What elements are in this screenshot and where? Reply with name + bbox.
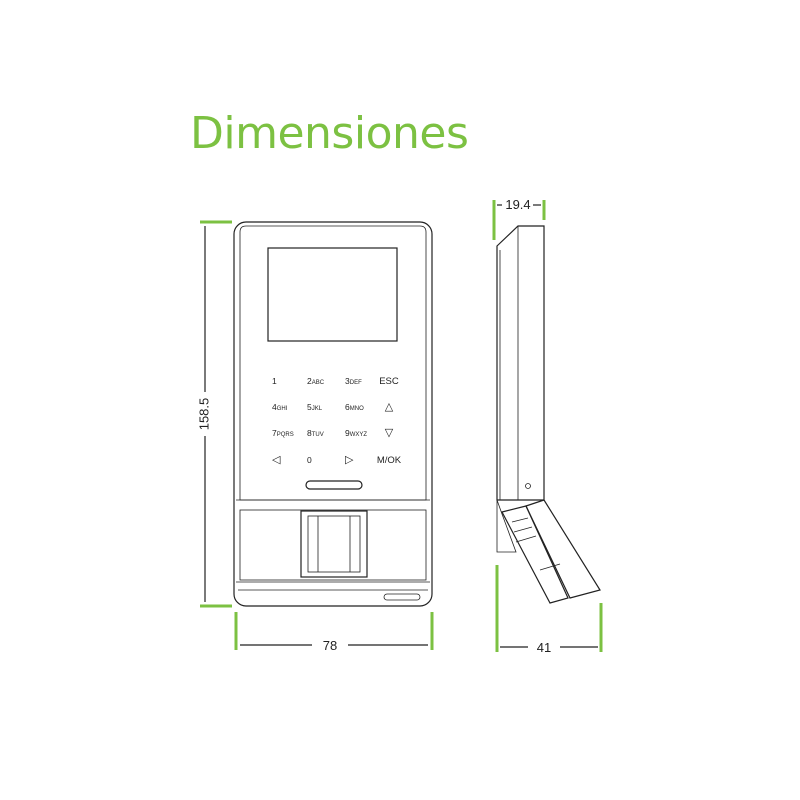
front-upper-panel [239, 225, 427, 501]
depth-top-label: 19.4 [505, 197, 530, 212]
key-2-3: ▽ [385, 426, 394, 439]
display-screen [267, 247, 398, 342]
key-3-0: ◁ [272, 453, 281, 466]
key-0-0: 1 [272, 376, 277, 386]
page-title: Dimensiones [190, 108, 469, 159]
indicator-light [305, 480, 363, 490]
key-0-3: ESC [379, 376, 399, 387]
key-1-1: 5JKL [307, 402, 323, 412]
key-2-0: 7PQRS [272, 428, 294, 438]
side-body-outline [496, 225, 545, 501]
key-3-2: ▷ [345, 453, 354, 466]
key-2-2: 9WXYZ [345, 428, 367, 438]
key-1-2: 6MNO [345, 402, 364, 412]
key-1-3: △ [385, 400, 394, 413]
bottom-port [383, 593, 421, 601]
front-view: 1 2ABC 3DEF ESC 4GHI 5JKL 6MNO △ 7PQRS 8TUV 9WXYZ ▽… [233, 221, 433, 607]
height-label: 158.5 [196, 398, 211, 431]
key-3-3: M/OK [377, 455, 402, 466]
depth-bottom-dimension: 41 [495, 565, 603, 655]
keypad: 1 2ABC 3DEF ESC 4GHI 5JKL 6MNO △ 7PQRS 8TUV 9WXYZ ▽… [272, 376, 402, 466]
height-dimension: 158.5 [196, 220, 232, 608]
front-body-outline [233, 221, 433, 607]
key-0-1: 2ABC [307, 376, 325, 386]
fingerprint-sensor-window [307, 515, 361, 573]
width-dimension: 78 [234, 612, 434, 653]
lower-section-panel [239, 509, 427, 581]
fingerprint-sensor-frame [300, 510, 368, 578]
depth-top-dimension: 19.4 [492, 197, 546, 240]
key-1-0: 4GHI [272, 402, 288, 412]
width-label: 78 [323, 638, 337, 653]
side-view [496, 225, 601, 604]
key-2-1: 8TUV [307, 428, 324, 438]
depth-bottom-label: 41 [537, 640, 551, 655]
side-status-led [525, 483, 531, 489]
side-tilted-bracket [501, 505, 569, 604]
key-0-2: 3DEF [345, 376, 362, 386]
key-3-1: 0 [307, 455, 312, 465]
side-tilted-base [525, 499, 601, 599]
